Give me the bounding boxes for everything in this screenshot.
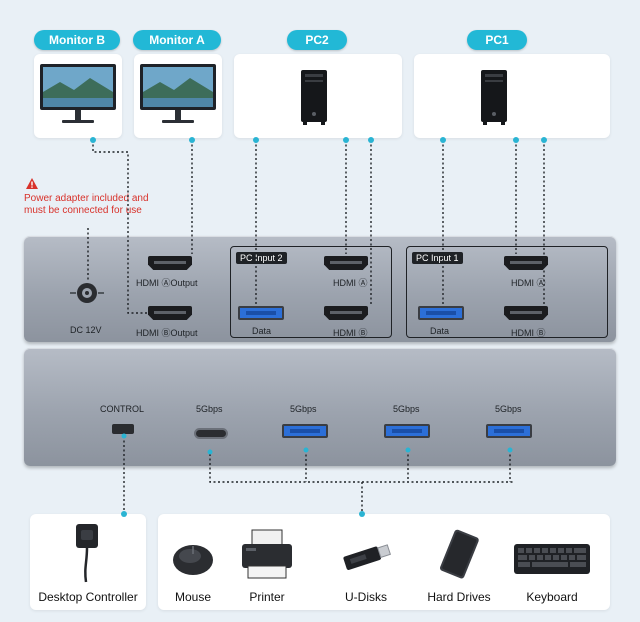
printer-label: Printer [249, 590, 285, 604]
usb-a-port-2[interactable] [384, 424, 430, 438]
u-disks-label: U-Disks [345, 590, 387, 604]
warning-line-1: Power adapter included and [24, 193, 149, 204]
pc-input-1-group [406, 246, 608, 338]
pc2-data-usb-port[interactable] [238, 306, 284, 320]
pc1-hdmi-b-label: HDMI Ⓑ [511, 328, 546, 338]
hdmi-a-output-port[interactable] [148, 256, 192, 270]
pc2-hdmi-a-port[interactable] [324, 256, 368, 270]
pc1-hdmi-a-label: HDMI Ⓐ [511, 278, 546, 288]
mouse-label: Mouse [174, 590, 212, 604]
pc2-hdmi-b-port[interactable] [324, 306, 368, 320]
pc1-hdmi-b-port[interactable] [504, 306, 548, 320]
pc-input-1-label: PC Input 1 [412, 252, 463, 264]
dc-power-jack-icon [70, 283, 104, 303]
pc1-label: PC1 [467, 30, 527, 50]
control-port[interactable] [112, 424, 134, 434]
hard-drive-icon [439, 529, 479, 579]
pc1-card [414, 54, 610, 138]
warning-line-2: must be connected for use [24, 205, 142, 216]
usb-port-1-speed-label: 5Gbps [290, 404, 317, 414]
usb-c-port[interactable] [194, 428, 228, 439]
hard-drives-label: Hard Drives [427, 590, 491, 604]
desktop-controller-label: Desktop Controller [38, 590, 138, 604]
pc1-hdmi-a-port[interactable] [504, 256, 548, 270]
u-disk-icon [343, 544, 392, 570]
control-label: CONTROL [100, 404, 145, 414]
pc1-data-label: Data [430, 326, 450, 336]
usb-port-3-speed-label: 5Gbps [495, 404, 522, 414]
pc1-tower-icon [481, 70, 507, 125]
pc1-data-usb-port[interactable] [418, 306, 464, 320]
usb-port-2-speed-label: 5Gbps [393, 404, 420, 414]
pc2-data-label: Data [252, 326, 272, 336]
pc2-hdmi-a-label: HDMI Ⓐ [333, 278, 368, 288]
pc2-hdmi-b-label: HDMI Ⓑ [333, 328, 368, 338]
pc-input-2-group [230, 246, 392, 338]
pc2-tower-icon [301, 70, 327, 125]
monitor-a-label: Monitor A [133, 30, 221, 50]
keyboard-icon [514, 544, 590, 574]
kvm-bottom-unit [24, 348, 616, 466]
printer-icon [242, 529, 292, 579]
monitor-a-icon [140, 64, 216, 123]
usbc-speed-label: 5Gbps [196, 404, 223, 414]
usb-a-port-3[interactable] [486, 424, 532, 438]
desktop-controller-icon [76, 524, 98, 583]
dc-12v-label: DC 12V [70, 325, 102, 335]
keyboard-label: Keyboard [526, 590, 578, 604]
pc2-label: PC2 [287, 30, 347, 50]
monitor-b-icon [40, 64, 116, 123]
hdmi-b-output-label: HDMI ⒷOutput [136, 328, 198, 338]
warning-icon [26, 178, 38, 189]
pc-input-2-label: PC Input 2 [236, 252, 287, 264]
hdmi-a-output-label: HDMI ⒶOutput [136, 278, 198, 288]
usb-a-port-1[interactable] [282, 424, 328, 438]
mouse-icon [173, 545, 213, 575]
monitor-b-label: Monitor B [34, 30, 120, 50]
hdmi-b-output-port[interactable] [148, 306, 192, 320]
